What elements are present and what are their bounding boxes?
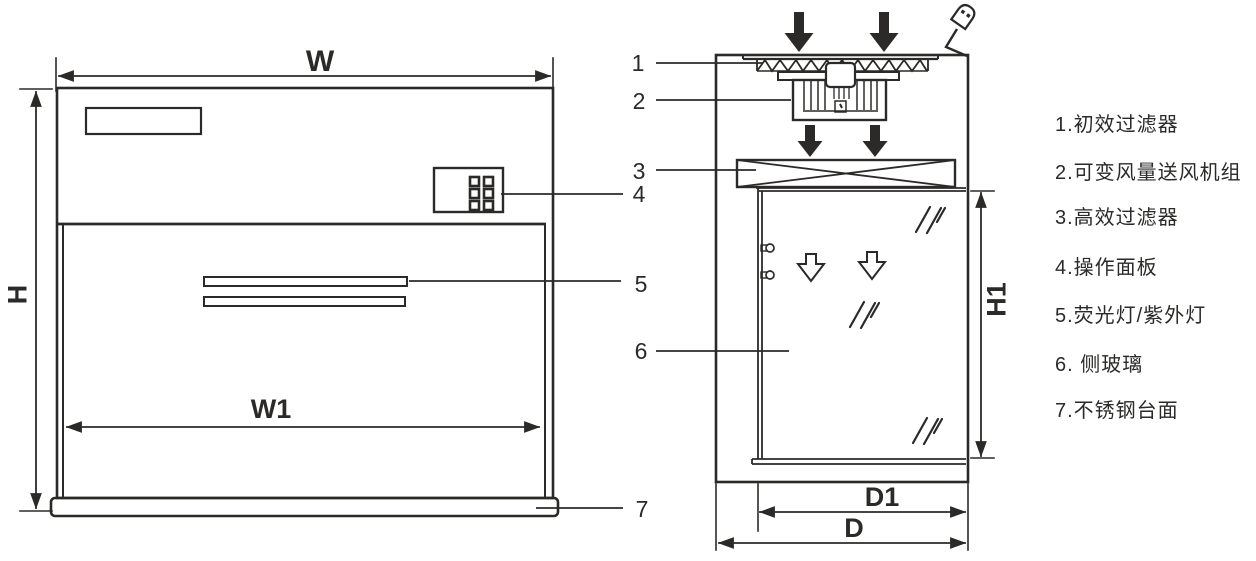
legend-item-4: 4.操作面板 <box>1055 257 1158 279</box>
glass-reflection-marks <box>848 205 947 446</box>
dim-label-h1: H1 <box>981 282 1012 317</box>
callout-3: 3 <box>632 158 646 184</box>
worktop-base <box>49 496 560 518</box>
control-panel <box>432 166 505 214</box>
glass-knobs <box>760 243 775 280</box>
callout-6: 6 <box>634 338 648 364</box>
lamp-bars <box>203 276 408 307</box>
airflow-fan-outlet-arrows <box>797 125 888 157</box>
side-view-dimensions <box>715 190 995 551</box>
hepa-filter <box>735 158 957 189</box>
callout-2: 2 <box>632 88 646 114</box>
callout-1: 1 <box>631 50 645 76</box>
fan-unit <box>777 61 900 122</box>
power-plug-icon <box>944 3 976 58</box>
legend-item-6: 6. 侧玻璃 <box>1055 354 1144 376</box>
front-view <box>49 86 560 518</box>
legend-item-3: 3.高效过滤器 <box>1055 207 1179 229</box>
legend-item-7: 7.不锈钢台面 <box>1055 400 1179 422</box>
dim-label-w1: W1 <box>250 394 292 424</box>
callout-leader-lines <box>409 62 791 509</box>
legend-item-2: 2.可变风量送风机组 <box>1055 162 1242 184</box>
laminar-downflow-arrows <box>795 251 888 283</box>
callout-7: 7 <box>635 496 649 522</box>
dim-label-d1: D1 <box>864 482 900 512</box>
front-view-dimensions <box>19 57 554 512</box>
dim-label-w: W <box>305 45 335 78</box>
side-view <box>714 3 976 484</box>
dim-label-d: D <box>844 513 864 543</box>
dim-label-h: H <box>2 284 33 305</box>
legend-item-1: 1.初效过滤器 <box>1055 114 1179 136</box>
callout-4: 4 <box>632 181 646 207</box>
legend-item-5: 5.荧光灯/紫外灯 <box>1055 305 1207 327</box>
fan-motor <box>824 61 857 89</box>
display-window <box>84 106 203 136</box>
airflow-intake-arrows <box>784 12 899 52</box>
callout-5: 5 <box>634 271 648 297</box>
side-glass-chamber <box>751 187 966 465</box>
